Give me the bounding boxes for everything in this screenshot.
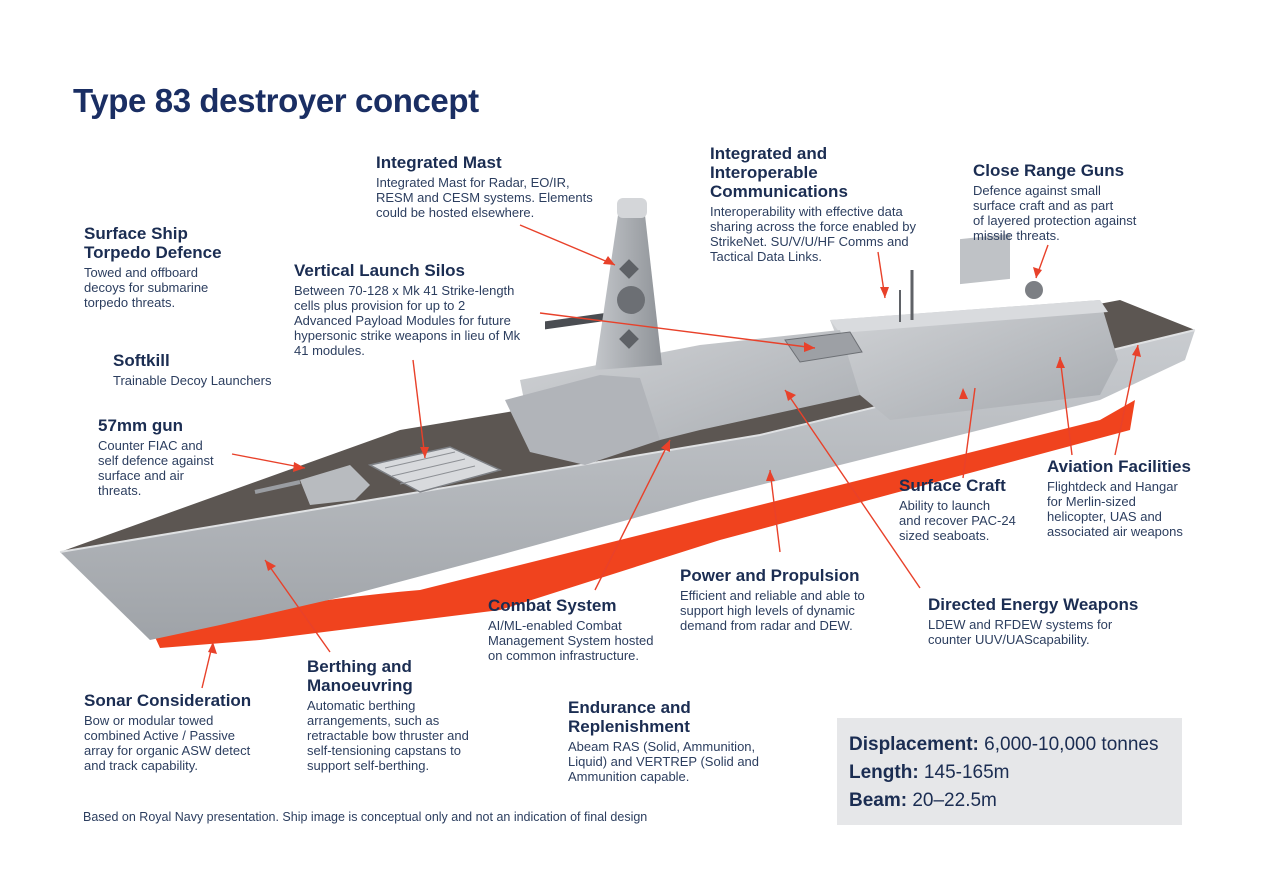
hangar-top xyxy=(830,300,1108,333)
callout-communications: Integrated and Interoperable Communicati… xyxy=(710,144,916,264)
callout-text: Automatic berthing arrangements, such as… xyxy=(307,698,469,773)
callout-title: Combat System xyxy=(488,596,617,615)
callout-text: Flightdeck and Hangar for Merlin-sized h… xyxy=(1047,479,1183,539)
footnote: Based on Royal Navy presentation. Ship i… xyxy=(83,810,648,824)
mast-radome xyxy=(617,198,647,218)
callout-text: Ability to launch and recover PAC-24 siz… xyxy=(899,498,1016,543)
callout-text: Interoperability with effective data sha… xyxy=(710,204,916,264)
callout-title: Directed Energy Weapons xyxy=(928,595,1139,614)
callout-title: Power and Propulsion xyxy=(680,566,860,585)
spec-value: 145-165m xyxy=(918,762,1010,783)
callout-power-propulsion: Power and Propulsion Efficient and relia… xyxy=(680,566,865,633)
callout-text: Bow or modular towed combined Active / P… xyxy=(84,713,251,773)
callout-title: Vertical Launch Silos xyxy=(294,261,466,280)
callout-text: AI/ML-enabled Combat Management System h… xyxy=(488,618,654,663)
spec-value: 20–22.5m xyxy=(907,790,997,811)
callout-directed-energy-weapons: Directed Energy Weapons LDEW and RFDEW s… xyxy=(928,595,1138,647)
callout-text: Defence against small surface craft and … xyxy=(973,183,1137,243)
callout-text: Between 70-128 x Mk 41 Strike-length cel… xyxy=(294,283,521,358)
spec-length: Length: 145-165m xyxy=(849,759,1182,787)
callout-title: Endurance and Replenishment xyxy=(568,698,691,736)
hangar xyxy=(830,300,1118,420)
callout-text: LDEW and RFDEW systems for counter UUV/U… xyxy=(928,617,1113,647)
gun-turret xyxy=(300,465,370,505)
callout-title: Aviation Facilities xyxy=(1047,457,1191,476)
callout-title: 57mm gun xyxy=(98,416,184,435)
callout-close-range-guns: Close Range Guns Defence against small s… xyxy=(973,161,1136,243)
callout-combat-system: Combat System AI/ML-enabled Combat Manag… xyxy=(488,596,653,663)
spec-value: 6,000-10,000 tonnes xyxy=(978,734,1159,755)
callout-title: Surface Craft xyxy=(899,476,1006,495)
spec-label: Displacement: xyxy=(849,734,979,755)
callout-title: Sonar Consideration xyxy=(84,691,252,710)
callout-integrated-mast: Integrated Mast Integrated Mast for Rada… xyxy=(376,153,593,220)
callout-text: Counter FIAC and self defence against su… xyxy=(98,438,214,498)
callout-text: Abeam RAS (Solid, Ammunition, Liquid) an… xyxy=(568,739,760,784)
callout-title: Berthing and Manoeuvring xyxy=(307,657,413,695)
leader-arrowheads xyxy=(208,256,1141,654)
spec-beam: Beam: 20–22.5m xyxy=(849,787,1182,815)
hull-waterline xyxy=(145,400,1135,648)
callout-vertical-launch-silos: Vertical Launch Silos Between 70-128 x M… xyxy=(294,261,520,358)
bridge-block xyxy=(505,375,660,465)
callout-surface-craft: Surface Craft Ability to launch and reco… xyxy=(899,476,1016,543)
spec-displacement: Displacement: 6,000-10,000 tonnes xyxy=(849,731,1182,759)
callout-berthing: Berthing and Manoeuvring Automatic berth… xyxy=(307,657,469,773)
close-range-gun xyxy=(1025,281,1043,299)
callout-title: Close Range Guns xyxy=(973,161,1125,180)
callout-text: Trainable Decoy Launchers xyxy=(113,373,272,388)
callout-sonar: Sonar Consideration Bow or modular towed… xyxy=(84,691,251,773)
aft-vls-cells xyxy=(784,331,863,363)
bridge-windows xyxy=(545,312,605,330)
callout-text: Towed and offboard decoys for submarine … xyxy=(84,265,209,310)
callout-title: Integrated Mast xyxy=(376,153,502,172)
page-title: Type 83 destroyer concept xyxy=(73,82,479,119)
hangar-door xyxy=(960,233,1010,285)
callout-endurance: Endurance and Replenishment Abeam RAS (S… xyxy=(568,698,759,784)
spec-label: Beam: xyxy=(849,790,908,811)
callout-title: Surface Ship Torpedo Defence xyxy=(84,224,222,262)
callout-aviation-facilities: Aviation Facilities Flightdeck and Hanga… xyxy=(1047,457,1191,539)
callout-torpedo-defence: Surface Ship Torpedo Defence Towed and o… xyxy=(84,224,222,310)
callout-text: Integrated Mast for Radar, EO/IR, RESM a… xyxy=(376,175,593,220)
callout-title: Integrated and Interoperable Communicati… xyxy=(710,144,848,201)
spec-label: Length: xyxy=(849,762,919,783)
callout-57mm-gun: 57mm gun Counter FIAC and self defence a… xyxy=(98,416,214,498)
callout-softkill: Softkill Trainable Decoy Launchers xyxy=(113,351,272,388)
specifications-box: Displacement: 6,000-10,000 tonnes Length… xyxy=(837,718,1182,825)
callout-text: Efficient and reliable and able to suppo… xyxy=(680,588,865,633)
callout-title: Softkill xyxy=(113,351,170,370)
gun-barrel xyxy=(254,480,301,494)
